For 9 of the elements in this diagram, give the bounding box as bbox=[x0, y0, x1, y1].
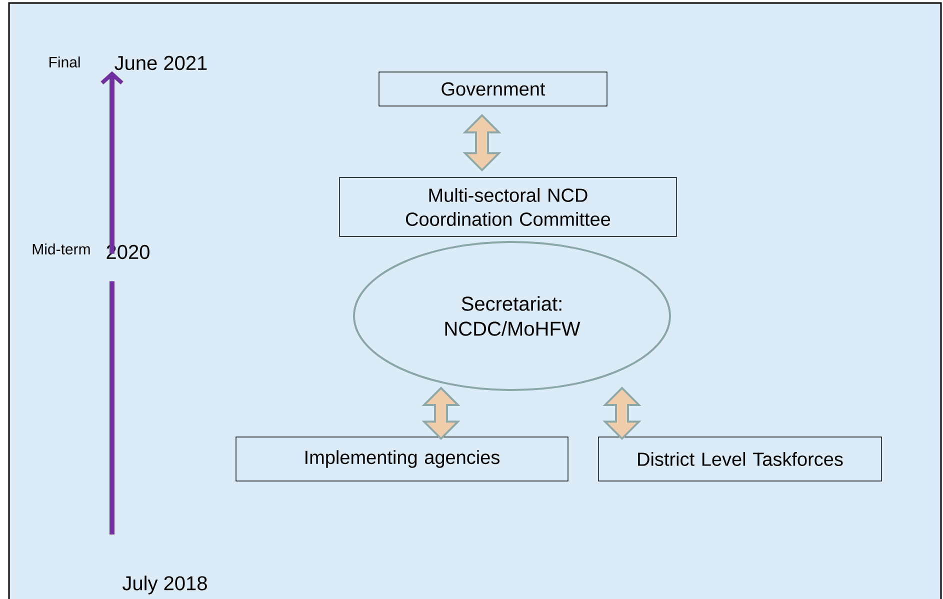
milestone-label: Final bbox=[50, 56, 80, 68]
org-box: District Level Taskforces bbox=[598, 436, 882, 482]
milestone-label: Mid-term bbox=[32, 244, 90, 254]
timeline-date: June 2021 bbox=[114, 56, 207, 70]
org-box: Government bbox=[378, 72, 608, 106]
org-box: Implementing agencies bbox=[236, 436, 568, 482]
timeline-date: July 2018 bbox=[122, 576, 207, 594]
org-box: Multi-sectoral NCD Coordination Committee bbox=[339, 177, 677, 237]
timeline-arrow bbox=[100, 71, 124, 254]
